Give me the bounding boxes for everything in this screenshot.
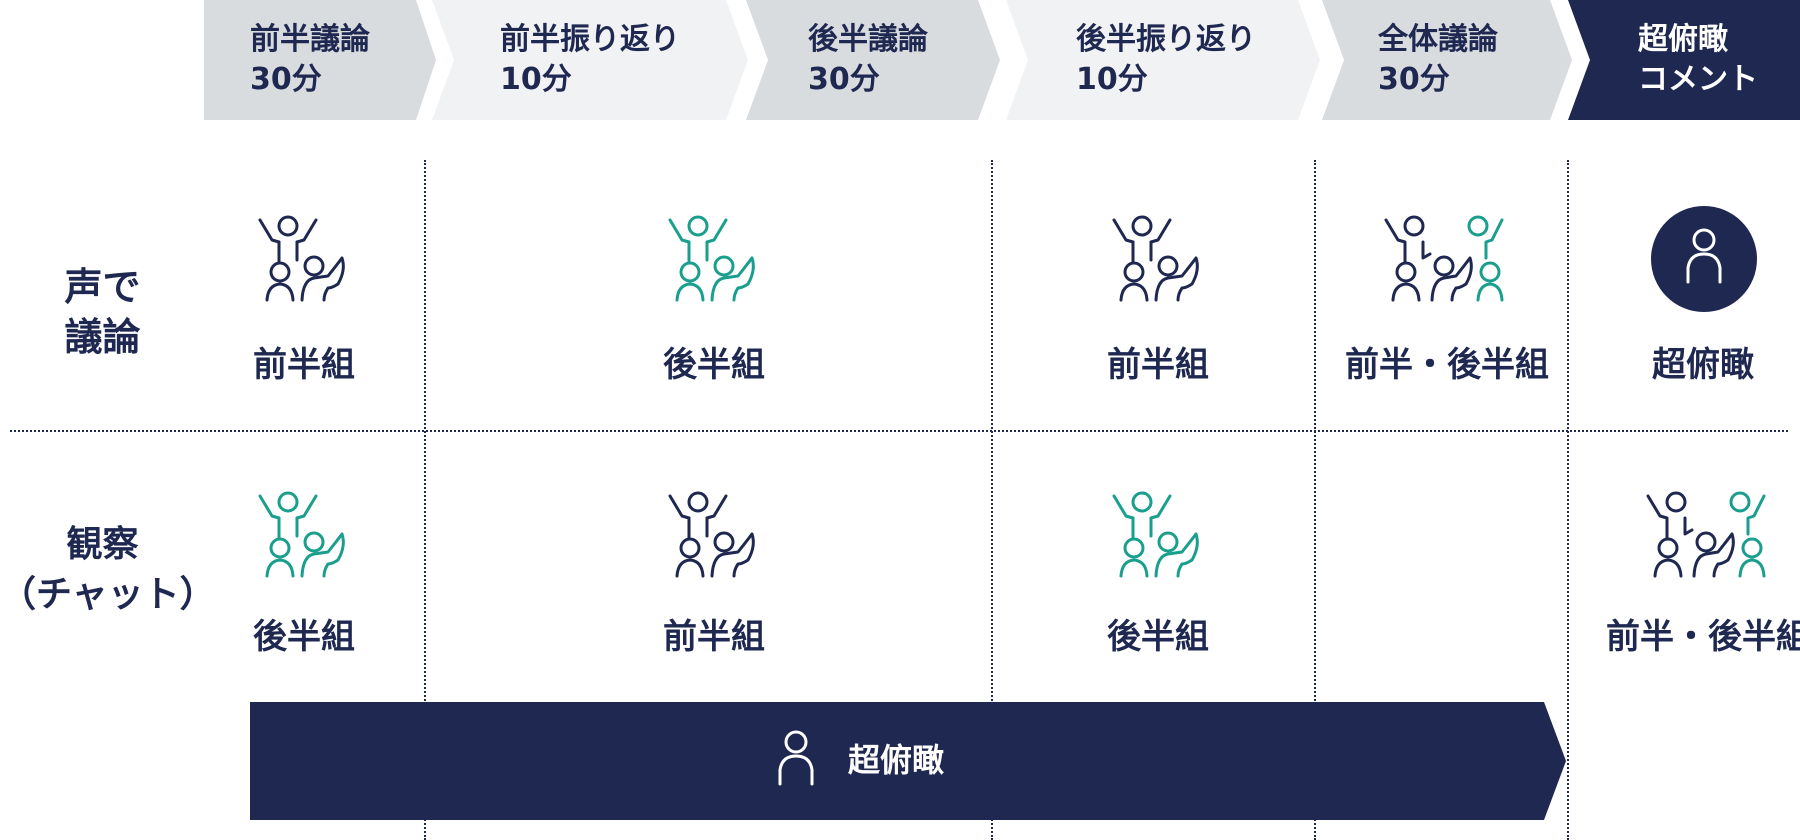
phase-second-review: 後半振り返り 10分 — [1006, 0, 1320, 120]
column-divider — [1567, 160, 1569, 840]
column-divider — [424, 160, 426, 840]
person-icon — [1686, 228, 1722, 284]
voice-cell-first-group: 前半組 — [253, 345, 355, 385]
voice-cell-overview: 超俯瞰 — [1652, 345, 1754, 385]
group-people-icon-navy — [668, 491, 755, 578]
phase-duration: 10分 — [1076, 62, 1148, 97]
row-label-voice: 声で 議論 — [0, 262, 205, 362]
chat-cell-second-group: 後半組 — [253, 617, 355, 657]
group-people-icon-teal — [258, 491, 345, 578]
phase-title: 全体議論 — [1378, 22, 1498, 57]
phase-overview-comment: 超俯瞰 コメント — [1568, 0, 1800, 120]
chat-cell-second-group: 後半組 — [1107, 617, 1209, 657]
row-label-line: 観察 — [66, 524, 139, 565]
column-divider — [1314, 160, 1316, 840]
row-label-line: （チャット） — [0, 574, 216, 615]
phase-title: 後半振り返り — [1076, 22, 1256, 57]
column-divider — [991, 160, 993, 840]
row-label-chat: 観察 （チャット） — [0, 520, 216, 620]
phase-title: 超俯瞰 — [1638, 22, 1728, 57]
row-label-line: 声で — [64, 265, 141, 309]
person-icon — [778, 730, 814, 786]
chat-cell-first-group: 前半組 — [663, 617, 765, 657]
overview-avatar — [1651, 206, 1757, 312]
voice-cell-both-groups: 前半・後半組 — [1345, 345, 1549, 385]
phase-duration: 30分 — [250, 62, 322, 97]
phase-second-discussion: 後半議論 30分 — [746, 0, 1000, 120]
row-label-line: 議論 — [64, 315, 141, 359]
phase-title: 前半振り返り — [500, 22, 680, 57]
phase-duration: 10分 — [500, 62, 572, 97]
phase-title: 後半議論 — [808, 22, 928, 57]
phase-duration: 30分 — [1378, 62, 1450, 97]
phase-first-discussion: 前半議論 30分 — [204, 0, 436, 120]
phase-overall-discussion: 全体議論 30分 — [1322, 0, 1572, 120]
combined-groups-icon — [1646, 491, 1766, 578]
group-people-icon-navy — [1112, 215, 1199, 302]
phase-title: 前半議論 — [250, 22, 370, 57]
overview-arrow-bar — [250, 702, 1566, 820]
voice-cell-first-group: 前半組 — [1107, 345, 1209, 385]
phase-duration: コメント — [1638, 62, 1758, 97]
overview-bar-label: 超俯瞰 — [848, 741, 945, 779]
row-divider — [10, 430, 1788, 432]
voice-cell-second-group: 後半組 — [663, 345, 765, 385]
combined-groups-icon — [1384, 215, 1504, 302]
group-people-icon-teal — [668, 215, 755, 302]
chat-cell-both-groups: 前半・後半組 — [1606, 617, 1800, 657]
group-people-icon-teal — [1112, 491, 1199, 578]
group-people-icon-navy — [258, 215, 345, 302]
phase-first-review: 前半振り返り 10分 — [432, 0, 748, 120]
phase-duration: 30分 — [808, 62, 880, 97]
